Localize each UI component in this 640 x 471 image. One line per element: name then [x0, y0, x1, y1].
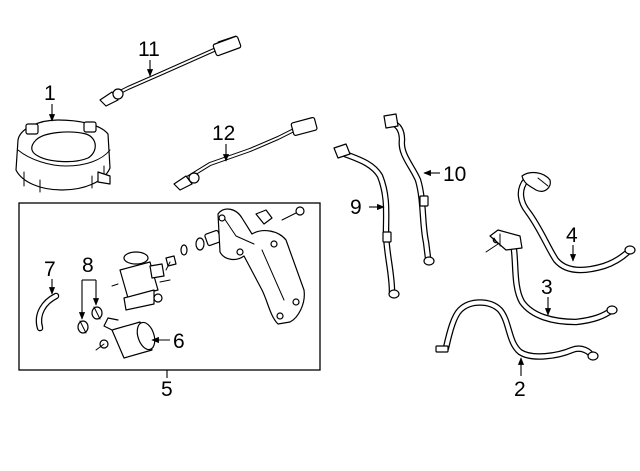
callout-2: 2	[514, 378, 526, 401]
part-3-hose	[485, 229, 618, 326]
part-1-housing	[15, 119, 111, 193]
assembly-5-frame	[18, 202, 321, 371]
callout-6: 6	[173, 330, 185, 353]
callout-11: 11	[138, 38, 160, 61]
callout-4: 4	[566, 224, 578, 247]
part-8-clamps	[77, 306, 103, 334]
callout-7: 7	[44, 258, 56, 281]
part-12-oxygen-sensor	[173, 116, 318, 191]
part-2-hose	[435, 299, 599, 361]
leader-lines	[48, 60, 577, 378]
air-valve-assembly	[111, 251, 177, 311]
part-6-valve	[95, 317, 156, 359]
mounting-bracket	[217, 208, 305, 325]
callout-10: 10	[443, 163, 466, 186]
callout-1: 1	[44, 82, 56, 105]
callout-12: 12	[212, 122, 235, 145]
part-10-hose	[383, 113, 435, 266]
callout-8: 8	[82, 254, 94, 277]
part-4-hose	[517, 171, 636, 274]
callout-3: 3	[541, 276, 553, 299]
part-7-hose	[35, 292, 60, 332]
callout-labels: 1 2 3 4 5 6 7 8 9 10 11 12	[44, 38, 578, 401]
part-9-hose	[333, 143, 400, 299]
callout-9: 9	[350, 196, 362, 219]
callout-5: 5	[161, 378, 173, 401]
part-11-oxygen-sensor	[99, 35, 242, 107]
fittings	[180, 206, 305, 256]
